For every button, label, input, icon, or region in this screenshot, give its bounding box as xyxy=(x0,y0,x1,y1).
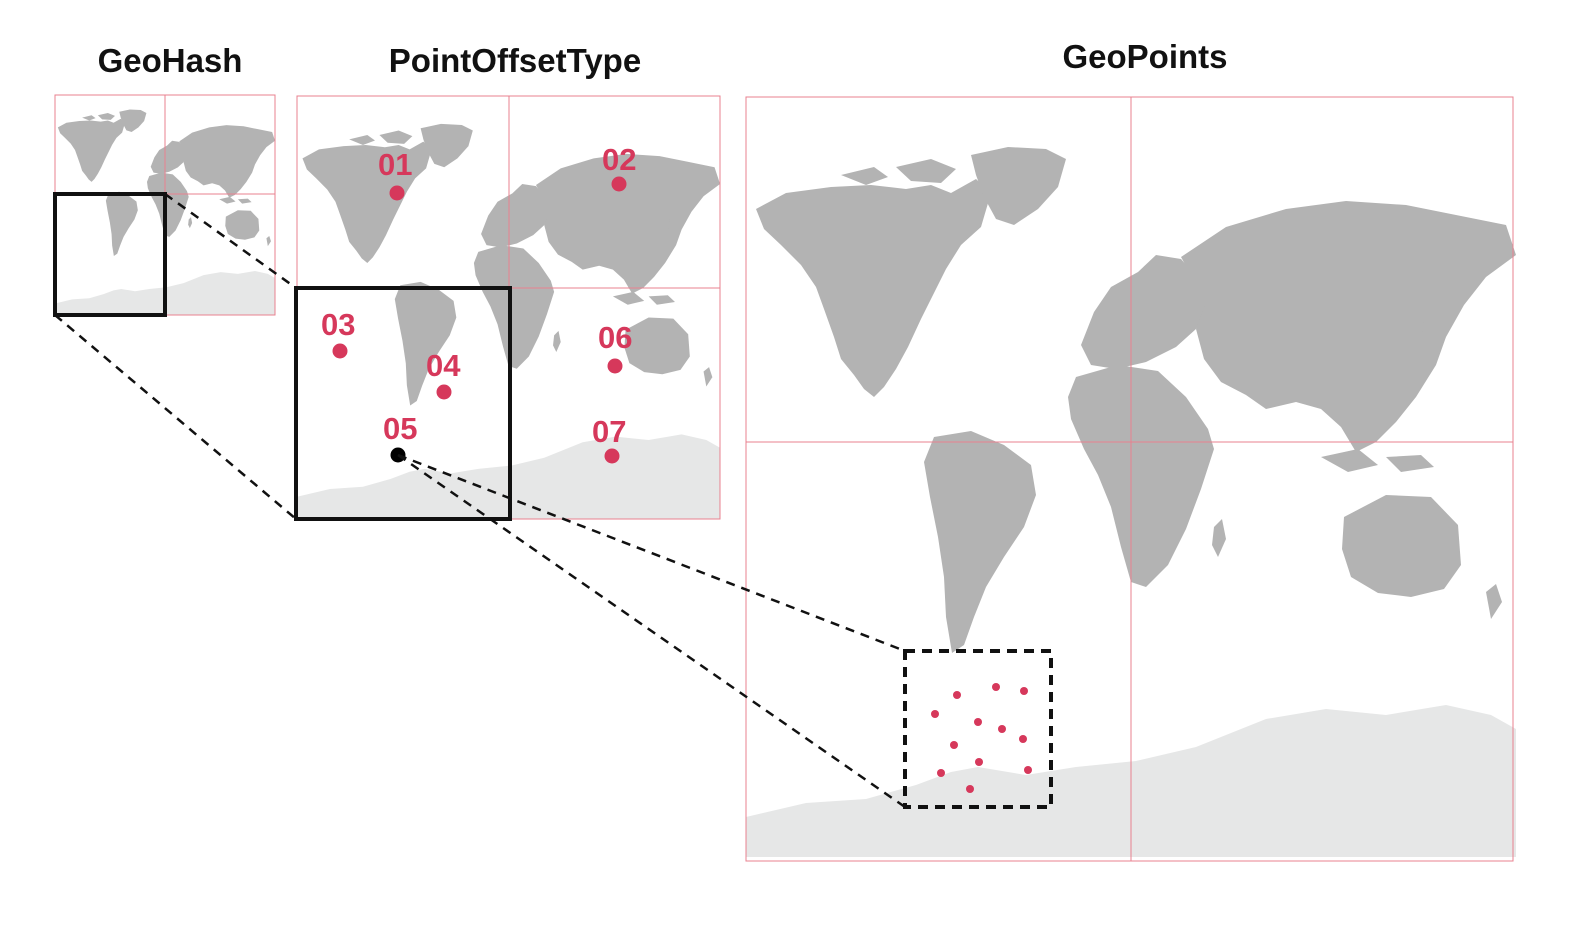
point-label-07: 07 xyxy=(592,414,626,449)
point-06 xyxy=(607,358,623,374)
point-04 xyxy=(436,384,452,400)
connector-pot-to-geopoints-top xyxy=(397,453,906,653)
geo-point xyxy=(937,769,945,777)
geo-point xyxy=(975,758,983,766)
point-label-02: 02 xyxy=(602,142,636,177)
geo-point xyxy=(1019,735,1027,743)
geo-point xyxy=(1020,687,1028,695)
point-label-05: 05 xyxy=(383,411,417,446)
point-03 xyxy=(332,343,348,359)
point-label-03: 03 xyxy=(321,307,355,342)
geopoints-cluster xyxy=(931,683,1032,793)
connector-geohash-to-pot-bottom xyxy=(54,314,297,520)
point-07 xyxy=(604,448,620,464)
pot-selected-cell xyxy=(294,286,512,521)
geo-point xyxy=(950,741,958,749)
connector-pot-to-geopoints-bottom xyxy=(397,453,906,809)
geo-point xyxy=(992,683,1000,691)
point-label-06: 06 xyxy=(598,320,632,355)
geo-point xyxy=(998,725,1006,733)
point-offset-type-title: PointOffsetType xyxy=(388,42,642,79)
geo-point xyxy=(931,710,939,718)
geo-point xyxy=(966,785,974,793)
geo-point xyxy=(1024,766,1032,774)
connector-geohash-to-pot-top xyxy=(164,192,297,290)
zoom-connectors xyxy=(54,192,906,809)
geo-points-title: GeoPoints xyxy=(1062,38,1228,75)
geohash-title: GeoHash xyxy=(97,42,243,79)
point-02 xyxy=(611,176,627,192)
geo-point xyxy=(953,691,961,699)
geohash-selected-cell xyxy=(53,192,167,317)
geohash-map xyxy=(53,94,276,317)
point-label-01: 01 xyxy=(378,147,412,182)
geo-points-map xyxy=(745,96,1516,862)
point-label-04: 04 xyxy=(426,348,461,383)
point-offset-type-map: 01 02 03 04 05 06 07 xyxy=(294,95,721,521)
point-01 xyxy=(389,185,405,201)
geopoints-zoom-box xyxy=(903,649,1053,809)
geopoints-grid-frame xyxy=(745,96,1514,862)
geo-point xyxy=(974,718,982,726)
